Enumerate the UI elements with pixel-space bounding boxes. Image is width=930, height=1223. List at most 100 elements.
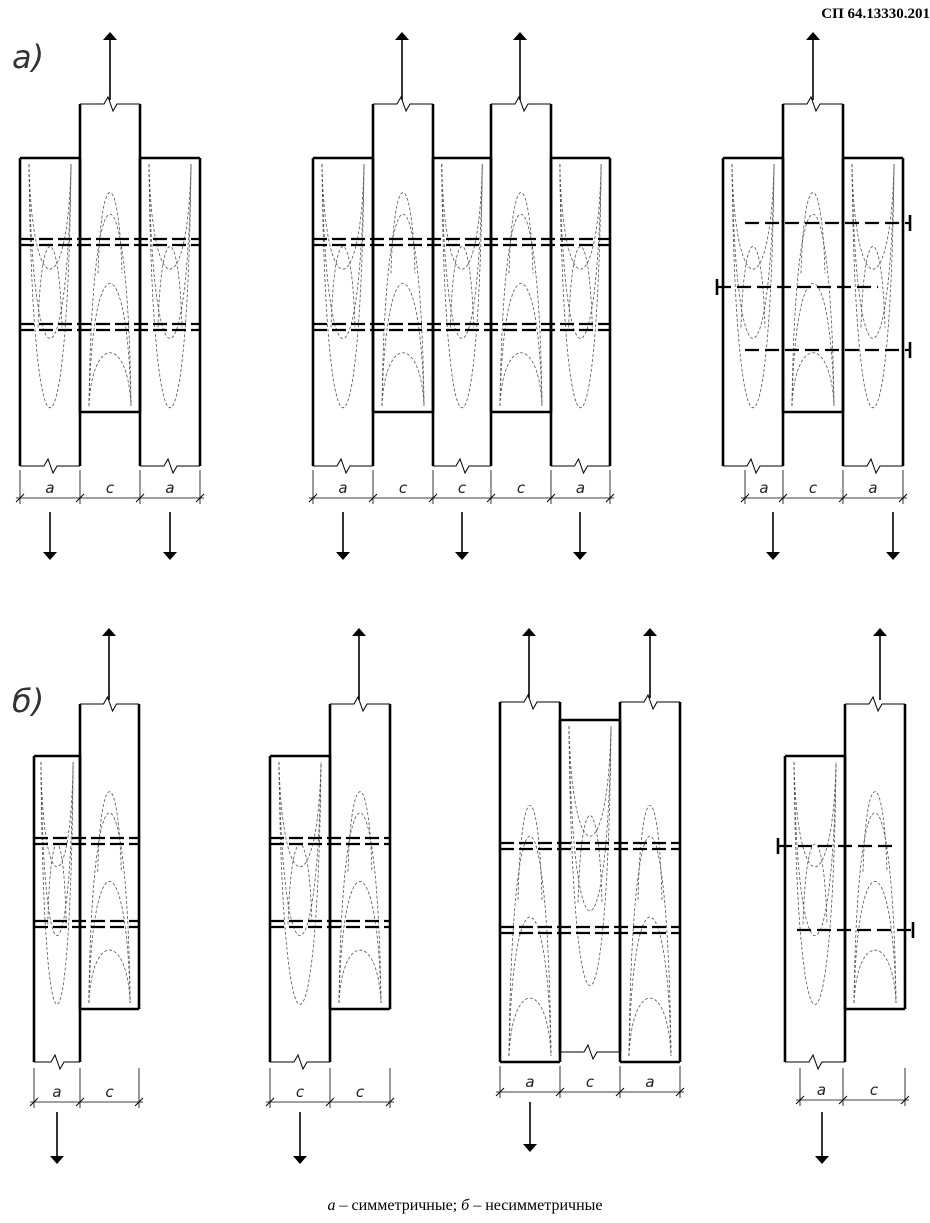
grain-line — [157, 246, 183, 328]
dim-tick — [486, 493, 496, 503]
grain-line — [517, 805, 543, 901]
dim-tick — [29, 1097, 39, 1107]
grain-line — [568, 725, 612, 986]
dim-label-c: с — [105, 1083, 114, 1101]
grain-line — [330, 246, 356, 328]
grain-line — [853, 812, 897, 1004]
grain-line — [97, 791, 122, 872]
caption-a-letter: а — [327, 1197, 336, 1214]
dim-label-a: а — [576, 479, 585, 497]
dim-tick — [325, 1097, 335, 1107]
grain-line — [577, 815, 603, 903]
grain-line — [559, 163, 602, 408]
grain-line — [88, 352, 132, 407]
grain-line — [441, 163, 483, 339]
grain-line — [791, 352, 835, 407]
grain-line — [499, 352, 543, 407]
dim-tick — [898, 493, 908, 503]
dim-label-a: а — [645, 1073, 654, 1091]
grain-line — [802, 843, 828, 925]
grain-line — [28, 163, 72, 270]
break-line — [845, 695, 905, 713]
dim-label-c: с — [458, 479, 467, 497]
grain-line — [860, 246, 886, 328]
grain-line — [347, 791, 373, 872]
grain-line — [628, 836, 672, 1057]
grain-line — [628, 997, 672, 1057]
grain-line — [731, 163, 775, 408]
figure-caption: а – симметричные; б – несимметричные — [0, 1197, 930, 1215]
dim-label-c: с — [517, 479, 526, 497]
dim-label-c: с — [296, 1083, 305, 1101]
grain-line — [441, 163, 483, 408]
grain-line — [148, 163, 192, 270]
grain-line — [278, 761, 322, 936]
grain-line — [791, 283, 835, 407]
grain-line — [88, 283, 132, 407]
caption-b-text: – несимметричные — [469, 1197, 603, 1214]
dim-tick — [795, 1095, 805, 1105]
dim-label-c: с — [809, 479, 818, 497]
dim-label-c: с — [106, 479, 115, 497]
grain-line — [862, 791, 888, 872]
grain-line — [321, 163, 365, 408]
dim-label-a: а — [338, 479, 347, 497]
dim-tick — [385, 1097, 395, 1107]
dim-label-a: а — [525, 1073, 534, 1091]
document-code: СП 64.13330.201 — [821, 6, 930, 22]
grain-line — [568, 725, 612, 837]
grain-line — [321, 163, 365, 339]
dim-label-a: а — [868, 479, 877, 497]
grain-line — [793, 761, 837, 936]
break-line — [783, 95, 843, 113]
dim-tick — [740, 493, 750, 503]
grain-line — [278, 761, 322, 868]
grain-line — [628, 917, 672, 1057]
grain-line — [793, 761, 837, 1005]
break-line — [491, 95, 551, 113]
caption-b-letter: б — [461, 1197, 470, 1214]
row-label-a: а) — [12, 38, 45, 76]
grain-line — [88, 213, 132, 407]
break-line — [80, 695, 139, 713]
dim-label-c: с — [586, 1073, 595, 1091]
grain-line — [441, 163, 483, 270]
break-line — [433, 457, 491, 475]
grain-line — [559, 163, 602, 270]
grain-line — [37, 246, 63, 328]
dim-tick — [134, 1097, 144, 1107]
grain-line — [278, 761, 322, 1005]
dim-tick — [495, 1087, 505, 1097]
grain-line — [88, 812, 131, 1004]
dim-tick — [546, 493, 556, 503]
grain-line — [568, 725, 612, 912]
grain-line — [390, 192, 416, 274]
grain-line — [88, 881, 131, 1004]
grain-line — [97, 192, 123, 274]
dim-label-c: с — [870, 1081, 879, 1099]
dim-label-c: с — [399, 479, 408, 497]
grain-line — [508, 917, 552, 1057]
dim-tick — [75, 1097, 85, 1107]
grain-line — [287, 843, 313, 925]
grain-line — [148, 163, 192, 408]
grain-line — [381, 352, 425, 407]
dim-label-a: а — [52, 1083, 61, 1101]
grain-line — [853, 949, 897, 1004]
dim-tick — [900, 1095, 910, 1105]
dim-tick — [838, 1095, 848, 1105]
dim-tick — [615, 1087, 625, 1097]
grain-line — [40, 761, 74, 1005]
grain-line — [47, 843, 67, 925]
grain-line — [338, 949, 382, 1004]
row-label-b: б) — [12, 682, 45, 720]
break-line — [270, 1053, 330, 1071]
grain-line — [338, 881, 382, 1004]
